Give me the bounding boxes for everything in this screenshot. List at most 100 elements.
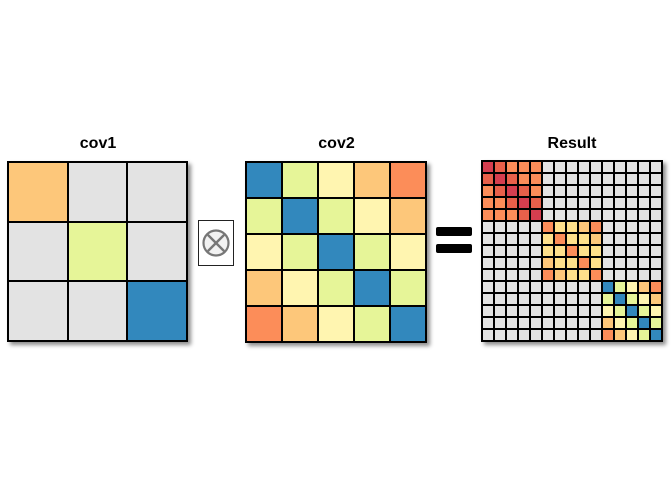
result-cell bbox=[483, 330, 493, 340]
result-cell bbox=[531, 174, 541, 184]
cov2-cell bbox=[247, 163, 281, 197]
cov2-cell bbox=[391, 199, 425, 233]
result-cell bbox=[591, 270, 601, 280]
cov2-cell bbox=[283, 163, 317, 197]
result-cell bbox=[483, 270, 493, 280]
result-cell bbox=[615, 270, 625, 280]
result-cell bbox=[543, 270, 553, 280]
result-cell bbox=[507, 330, 517, 340]
result-cell bbox=[555, 330, 565, 340]
result-cell bbox=[531, 162, 541, 172]
result-cell bbox=[615, 318, 625, 328]
cov1-cell bbox=[9, 282, 67, 340]
cov2-cell bbox=[355, 163, 389, 197]
result-cell bbox=[615, 246, 625, 256]
result-cell bbox=[651, 330, 661, 340]
result-cell bbox=[603, 282, 613, 292]
cov1-cell bbox=[128, 223, 186, 280]
result-cell bbox=[651, 318, 661, 328]
result-cell bbox=[639, 306, 649, 316]
cov1-cell bbox=[9, 223, 67, 280]
result-cell bbox=[579, 222, 589, 232]
result-cell bbox=[483, 234, 493, 244]
result-cell bbox=[591, 294, 601, 304]
result-cell bbox=[519, 294, 529, 304]
result-cell bbox=[507, 210, 517, 220]
result-cell bbox=[543, 222, 553, 232]
result-cell bbox=[543, 234, 553, 244]
result-cell bbox=[591, 318, 601, 328]
result-cell bbox=[603, 162, 613, 172]
result-cell bbox=[651, 174, 661, 184]
result-cell bbox=[579, 246, 589, 256]
result-cell bbox=[531, 270, 541, 280]
cov2-cell bbox=[283, 307, 317, 341]
result-cell bbox=[591, 282, 601, 292]
result-cell bbox=[519, 210, 529, 220]
result-cell bbox=[507, 282, 517, 292]
result-cell bbox=[531, 186, 541, 196]
result-cell bbox=[567, 294, 577, 304]
result-cell bbox=[519, 318, 529, 328]
result-cell bbox=[495, 234, 505, 244]
result-cell bbox=[615, 162, 625, 172]
result-cell bbox=[543, 246, 553, 256]
result-cell bbox=[639, 222, 649, 232]
result-cell bbox=[603, 222, 613, 232]
result-cell bbox=[555, 294, 565, 304]
result-cell bbox=[507, 174, 517, 184]
result-cell bbox=[627, 234, 637, 244]
result-cell bbox=[591, 330, 601, 340]
cov2-cell bbox=[391, 163, 425, 197]
result-cell bbox=[603, 246, 613, 256]
result-cell bbox=[543, 162, 553, 172]
cov1-cell bbox=[69, 163, 126, 221]
result-cell bbox=[495, 186, 505, 196]
result-cell bbox=[639, 282, 649, 292]
equals-bar-top bbox=[436, 227, 472, 236]
result-cell bbox=[603, 198, 613, 208]
result-cell bbox=[591, 234, 601, 244]
result-cell bbox=[555, 234, 565, 244]
result-cell bbox=[591, 210, 601, 220]
result-cell bbox=[495, 330, 505, 340]
result-cell bbox=[483, 258, 493, 268]
result-cell bbox=[531, 258, 541, 268]
result-cell bbox=[579, 234, 589, 244]
result-cell bbox=[567, 258, 577, 268]
result-cell bbox=[627, 174, 637, 184]
result-cell bbox=[579, 330, 589, 340]
result-cell bbox=[519, 306, 529, 316]
result-cell bbox=[555, 306, 565, 316]
cov1-cell bbox=[9, 163, 67, 221]
result-cell bbox=[555, 174, 565, 184]
result-cell bbox=[495, 198, 505, 208]
result-cell bbox=[591, 198, 601, 208]
result-cell bbox=[579, 270, 589, 280]
result-cell bbox=[507, 318, 517, 328]
cov2-cell bbox=[247, 199, 281, 233]
result-cell bbox=[603, 294, 613, 304]
result-cell bbox=[531, 198, 541, 208]
result-cell bbox=[543, 294, 553, 304]
result-cell bbox=[615, 306, 625, 316]
result-cell bbox=[483, 246, 493, 256]
result-cell bbox=[627, 258, 637, 268]
result-cell bbox=[615, 258, 625, 268]
result-cell bbox=[519, 174, 529, 184]
result-cell bbox=[603, 174, 613, 184]
cov2-cell bbox=[391, 307, 425, 341]
result-cell bbox=[579, 210, 589, 220]
result-cell bbox=[495, 282, 505, 292]
result-cell bbox=[555, 318, 565, 328]
result-cell bbox=[555, 162, 565, 172]
result-cell bbox=[591, 222, 601, 232]
result-cell bbox=[651, 234, 661, 244]
result-cell bbox=[615, 282, 625, 292]
result-cell bbox=[579, 294, 589, 304]
result-cell bbox=[651, 210, 661, 220]
result-cell bbox=[603, 210, 613, 220]
result-cell bbox=[639, 294, 649, 304]
cov1-title: cov1 bbox=[79, 135, 117, 152]
cov2-cell bbox=[283, 271, 317, 305]
